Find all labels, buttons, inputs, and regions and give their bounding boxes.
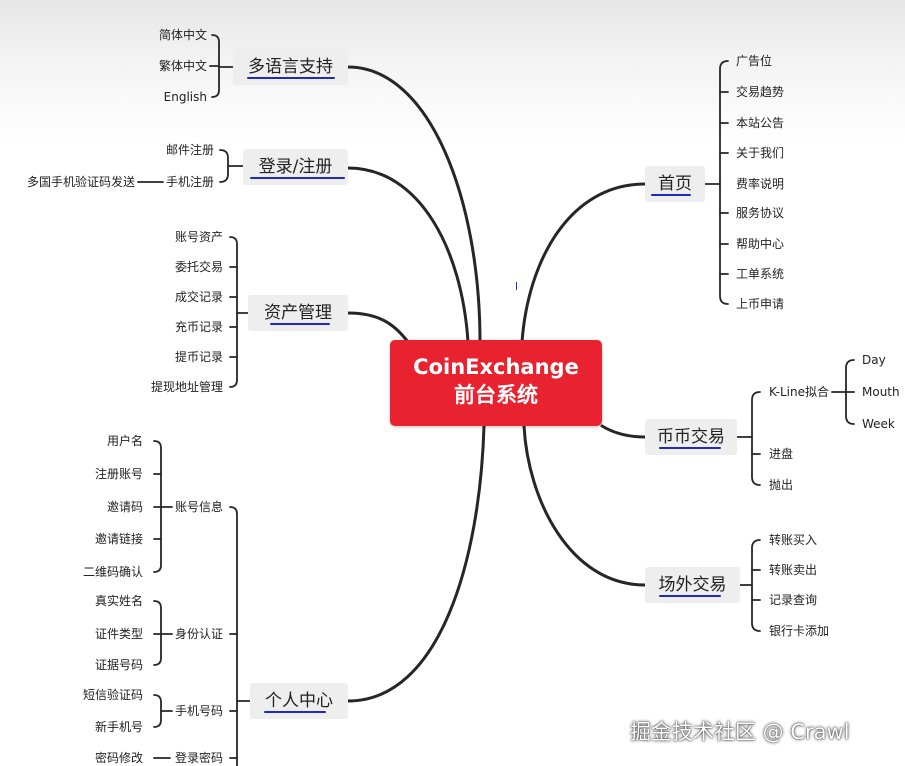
leaf-kline-fit[interactable]: K-Line拟合: [769, 385, 829, 399]
leaf-day[interactable]: Day: [862, 353, 886, 367]
leaf-account-assets[interactable]: 账号资产: [174, 230, 223, 244]
leaf-fee-info[interactable]: 费率说明: [736, 177, 785, 191]
branch-asset-management[interactable]: 资产管理: [248, 295, 348, 331]
leaf-deposit-records[interactable]: 充币记录: [174, 320, 223, 334]
leaf-phone-register[interactable]: 手机注册: [165, 175, 214, 189]
leaf-ticket-system[interactable]: 工单系统: [736, 267, 785, 281]
branch-coin-trading[interactable]: 币币交易: [645, 419, 737, 455]
leaf-record-query[interactable]: 记录查询: [769, 593, 818, 607]
leaf-week[interactable]: Week: [862, 417, 895, 431]
branch-label: 场外交易: [658, 575, 727, 595]
branch-label: 登录/注册: [258, 157, 333, 177]
leaf-sms-code[interactable]: 短信验证码: [82, 688, 143, 702]
leaf-ad-slot[interactable]: 广告位: [736, 54, 773, 68]
leaf-help-center[interactable]: 帮助中心: [736, 237, 785, 251]
leaf-bank-card-add[interactable]: 银行卡添加: [769, 624, 830, 638]
underline: [250, 177, 345, 179]
group-phone-number[interactable]: 手机号码: [174, 704, 223, 718]
branch-label: 币币交易: [657, 427, 725, 447]
underline: [247, 77, 335, 79]
leaf-service-agreement[interactable]: 服务协议: [736, 206, 785, 220]
leaf-id-type[interactable]: 证件类型: [94, 627, 143, 641]
branch-multilanguage[interactable]: 多语言支持: [233, 49, 348, 85]
branch-label: 资产管理: [264, 303, 332, 323]
leaf-entrust-trade[interactable]: 委托交易: [174, 260, 223, 274]
leaf-withdraw-records[interactable]: 提币记录: [174, 350, 223, 364]
group-account-info[interactable]: 账号信息: [174, 500, 223, 514]
leaf-mouth[interactable]: Mouth: [862, 385, 900, 399]
underline: [264, 711, 326, 713]
leaf-transfer-sell[interactable]: 转账卖出: [769, 563, 818, 577]
underline: [651, 194, 691, 196]
leaf-site-notice[interactable]: 本站公告: [736, 116, 785, 130]
leaf-register-account[interactable]: 注册账号: [94, 467, 143, 481]
root-node[interactable]: CoinExchange 前台系统: [390, 340, 602, 426]
leaf-sell-out[interactable]: 抛出: [769, 478, 794, 492]
leaf-multicountry-sms[interactable]: 多国手机验证码发送: [26, 175, 135, 189]
root-subtitle: 前台系统: [454, 383, 538, 407]
leaf-trade-records[interactable]: 成交记录: [174, 290, 223, 304]
branch-label: 个人中心: [265, 691, 333, 711]
underline: [270, 323, 330, 325]
branch-personal-center[interactable]: 个人中心: [250, 683, 348, 719]
leaf-invite-code[interactable]: 邀请码: [106, 500, 143, 514]
group-identity-auth[interactable]: 身份认证: [174, 627, 223, 641]
branch-login-register[interactable]: 登录/注册: [243, 149, 348, 185]
group-login-password[interactable]: 登录密码: [174, 751, 223, 765]
leaf-trade-trend[interactable]: 交易趋势: [736, 85, 785, 99]
branch-label: 首页: [658, 174, 692, 194]
leaf-transfer-buy[interactable]: 转账买入: [769, 533, 818, 547]
leaf-buy-in[interactable]: 进盘: [769, 447, 794, 461]
leaf-new-phone[interactable]: 新手机号: [94, 720, 143, 734]
branch-home[interactable]: 首页: [645, 166, 705, 202]
leaf-real-name[interactable]: 真实姓名: [94, 594, 143, 608]
leaf-withdraw-address[interactable]: 提现地址管理: [150, 380, 223, 394]
leaf-english[interactable]: English: [163, 90, 207, 104]
leaf-listing-apply[interactable]: 上币申请: [736, 297, 785, 311]
underline: [659, 595, 721, 597]
branch-label: 多语言支持: [248, 57, 333, 77]
leaf-invite-link[interactable]: 邀请链接: [94, 532, 143, 546]
watermark: 掘金技术社区 @ Crawl: [630, 720, 850, 744]
leaf-username[interactable]: 用户名: [106, 434, 143, 448]
leaf-change-password[interactable]: 密码修改: [94, 751, 143, 765]
leaf-about-us[interactable]: 关于我们: [736, 146, 785, 160]
leaf-simplified-chinese[interactable]: 简体中文: [158, 28, 207, 42]
leaf-traditional-chinese[interactable]: 繁体中文: [158, 59, 207, 73]
leaf-email-register[interactable]: 邮件注册: [165, 143, 214, 157]
leaf-qrcode-confirm[interactable]: 二维码确认: [82, 565, 143, 579]
text-cursor: [516, 282, 517, 290]
leaf-id-number[interactable]: 证据号码: [94, 658, 143, 672]
underline: [659, 447, 721, 449]
branch-otc-trading[interactable]: 场外交易: [645, 567, 740, 603]
root-title: CoinExchange: [413, 355, 579, 379]
